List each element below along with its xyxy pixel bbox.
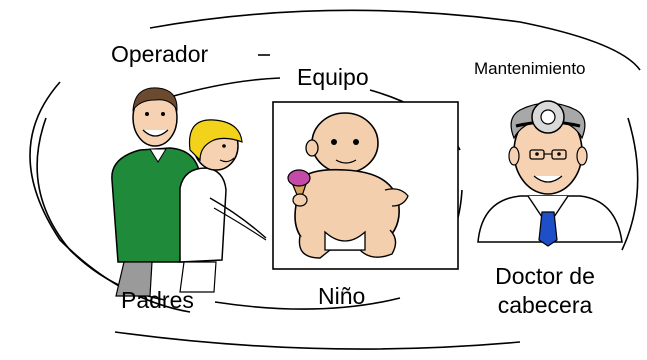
outer-arc-left <box>29 81 191 313</box>
outer-arc-top <box>149 9 641 71</box>
label-mantenimiento: Mantenimiento <box>474 59 586 78</box>
label-equipo: Equipo <box>297 64 369 90</box>
label-doctor-line2: cabecera <box>497 292 593 319</box>
inner-arc-top-left <box>169 77 281 98</box>
label-padres: Padres <box>121 287 194 313</box>
doctor-illustration <box>477 100 623 247</box>
outer-arc-right <box>621 117 639 251</box>
baby-illustration <box>287 112 409 259</box>
outer-ellipse <box>29 9 641 350</box>
label-doctor-line1: Doctor de <box>495 263 595 289</box>
label-operador: Operador <box>111 41 209 67</box>
inner-arc-bottom <box>214 297 401 310</box>
outer-arc-bottom <box>114 331 521 350</box>
label-doctor-cabecera: Doctor de cabecera <box>480 262 610 321</box>
label-nino: Niño <box>318 283 366 309</box>
parents-illustration <box>111 87 267 297</box>
